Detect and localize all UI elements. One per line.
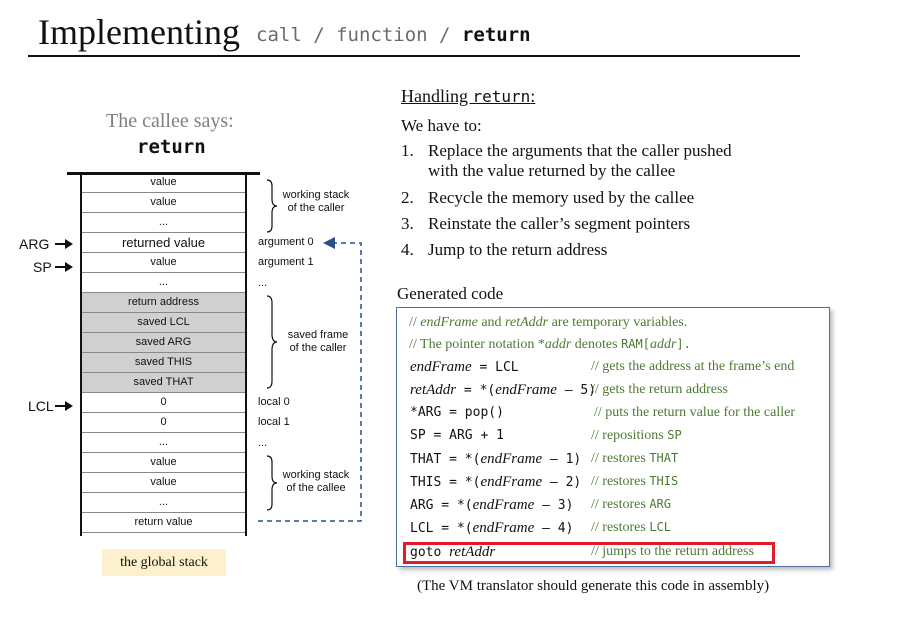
local-1-label: local 1 <box>258 416 290 428</box>
code-statement: LCL = *(endFrame – 4) <box>410 520 574 536</box>
stack-cell: 0 <box>82 413 245 433</box>
handling-return-keyword: return <box>472 87 531 106</box>
callee-return-command: return <box>137 136 206 158</box>
code-statement: ARG = *(endFrame – 3) <box>410 497 574 513</box>
arg-pointer-label: ARG <box>19 236 50 252</box>
arg-pointer-arrow-line <box>55 243 65 245</box>
stack-cell: ... <box>82 493 245 513</box>
stack-cell: ... <box>82 213 245 233</box>
code-statement: goto retAddr <box>410 544 496 560</box>
slide-title: Implementing <box>38 12 240 52</box>
step-item: 4.Jump to the return address <box>401 240 608 259</box>
code-comment-line: // endFrame and retAddr are temporary va… <box>409 315 688 330</box>
brace-and-arrow-layer <box>258 179 362 522</box>
code-comment: // restores THIS <box>591 474 679 489</box>
code-comment: // gets the address at the frame’s end <box>591 359 795 374</box>
sp-pointer-arrow-line <box>55 266 65 268</box>
argument-1-label: argument 1 <box>258 256 314 268</box>
code-comment: // restores THAT <box>591 451 679 466</box>
step-item-continuation: with the value returned by the callee <box>428 161 676 180</box>
code-statement: THAT = *(endFrame – 1) <box>410 451 582 467</box>
slide-subtitle: call / function / return <box>256 24 531 46</box>
generated-code-heading: Generated code <box>397 284 504 303</box>
stack-cell: value <box>82 473 245 493</box>
saved-frame-label: saved frame of the caller <box>287 329 349 354</box>
argument-dots-label: ... <box>258 277 268 289</box>
lcl-pointer-label: LCL <box>28 398 54 414</box>
callee-stack-brace-icon <box>266 455 278 511</box>
caller-stack-brace-icon <box>266 179 278 233</box>
stack-cell: value <box>82 453 245 473</box>
subtitle-return: return <box>461 24 531 46</box>
stack-cell: saved ARG <box>82 333 245 353</box>
subtitle-separator: / <box>427 24 462 46</box>
code-comment-line: // The pointer notation *addr denotes RA… <box>409 337 691 352</box>
local-0-label: local 0 <box>258 396 290 408</box>
stack-cell: value <box>82 173 245 193</box>
local-dots-label: ... <box>258 437 268 449</box>
handling-return-heading: Handling return: <box>401 86 536 106</box>
code-comment: // restores LCL <box>591 520 672 535</box>
generated-code-box <box>396 307 830 567</box>
title-underline <box>28 55 800 57</box>
we-have-to-label: We have to: <box>401 116 482 135</box>
stack-cell: ... <box>82 433 245 453</box>
code-statement: *ARG = pop() <box>410 405 504 420</box>
callee-says-label: The callee says: <box>106 110 234 132</box>
global-stack-caption: the global stack <box>102 549 226 576</box>
saved-frame-brace-icon <box>266 295 278 389</box>
code-comment: // repositions SP <box>591 428 682 443</box>
stack-left-border <box>80 172 82 536</box>
argument-0-label: argument 0 <box>258 236 314 248</box>
code-comment: // jumps to the return address <box>591 544 754 559</box>
sp-pointer-label: SP <box>33 259 52 275</box>
stack-cell: ... <box>82 273 245 293</box>
caller-working-stack-label: working stack of the caller <box>282 189 350 214</box>
lcl-pointer-arrow-icon <box>65 401 73 411</box>
sp-pointer-arrow-icon <box>65 262 73 272</box>
code-comment: // restores ARG <box>591 497 672 512</box>
step-item: 2.Recycle the memory used by the callee <box>401 188 695 207</box>
stack-top-border <box>67 172 260 175</box>
stack-cell: 0 <box>82 393 245 413</box>
stack-cell: returned value <box>82 233 245 253</box>
stack-cell: saved THIS <box>82 353 245 373</box>
dashed-arrow-head-icon <box>323 237 335 249</box>
code-statement: endFrame = LCL <box>410 359 519 375</box>
goto-highlight-box <box>403 542 775 564</box>
callee-working-stack-label: working stack of the callee <box>282 469 350 494</box>
stack-cell: value <box>82 253 245 273</box>
stack-cell: return value <box>82 513 245 533</box>
code-statement: SP = ARG + 1 <box>410 428 504 443</box>
return-value-dashed-arrow <box>258 242 362 522</box>
stack-cell: saved THAT <box>82 373 245 393</box>
stack-cell: return address <box>82 293 245 313</box>
code-statement: THIS = *(endFrame – 2) <box>410 474 582 490</box>
arg-pointer-arrow-icon <box>65 239 73 249</box>
subtitle-separator: / <box>301 24 337 46</box>
code-statement: retAddr = *(endFrame – 5) <box>410 382 597 398</box>
code-comment: // puts the return value for the caller <box>594 405 795 420</box>
code-comment: // gets the return address <box>591 382 728 397</box>
stack-cell: value <box>82 193 245 213</box>
subtitle-call: call <box>256 24 302 46</box>
vm-translator-note: (The VM translator should generate this … <box>417 578 770 594</box>
stack-cell: saved LCL <box>82 313 245 333</box>
lcl-pointer-arrow-line <box>55 405 65 407</box>
step-item: 3.Reinstate the caller’s segment pointer… <box>401 214 691 233</box>
stack-right-border <box>245 172 247 536</box>
step-item: 1.Replace the arguments that the caller … <box>401 141 732 160</box>
subtitle-function: function <box>336 24 428 46</box>
